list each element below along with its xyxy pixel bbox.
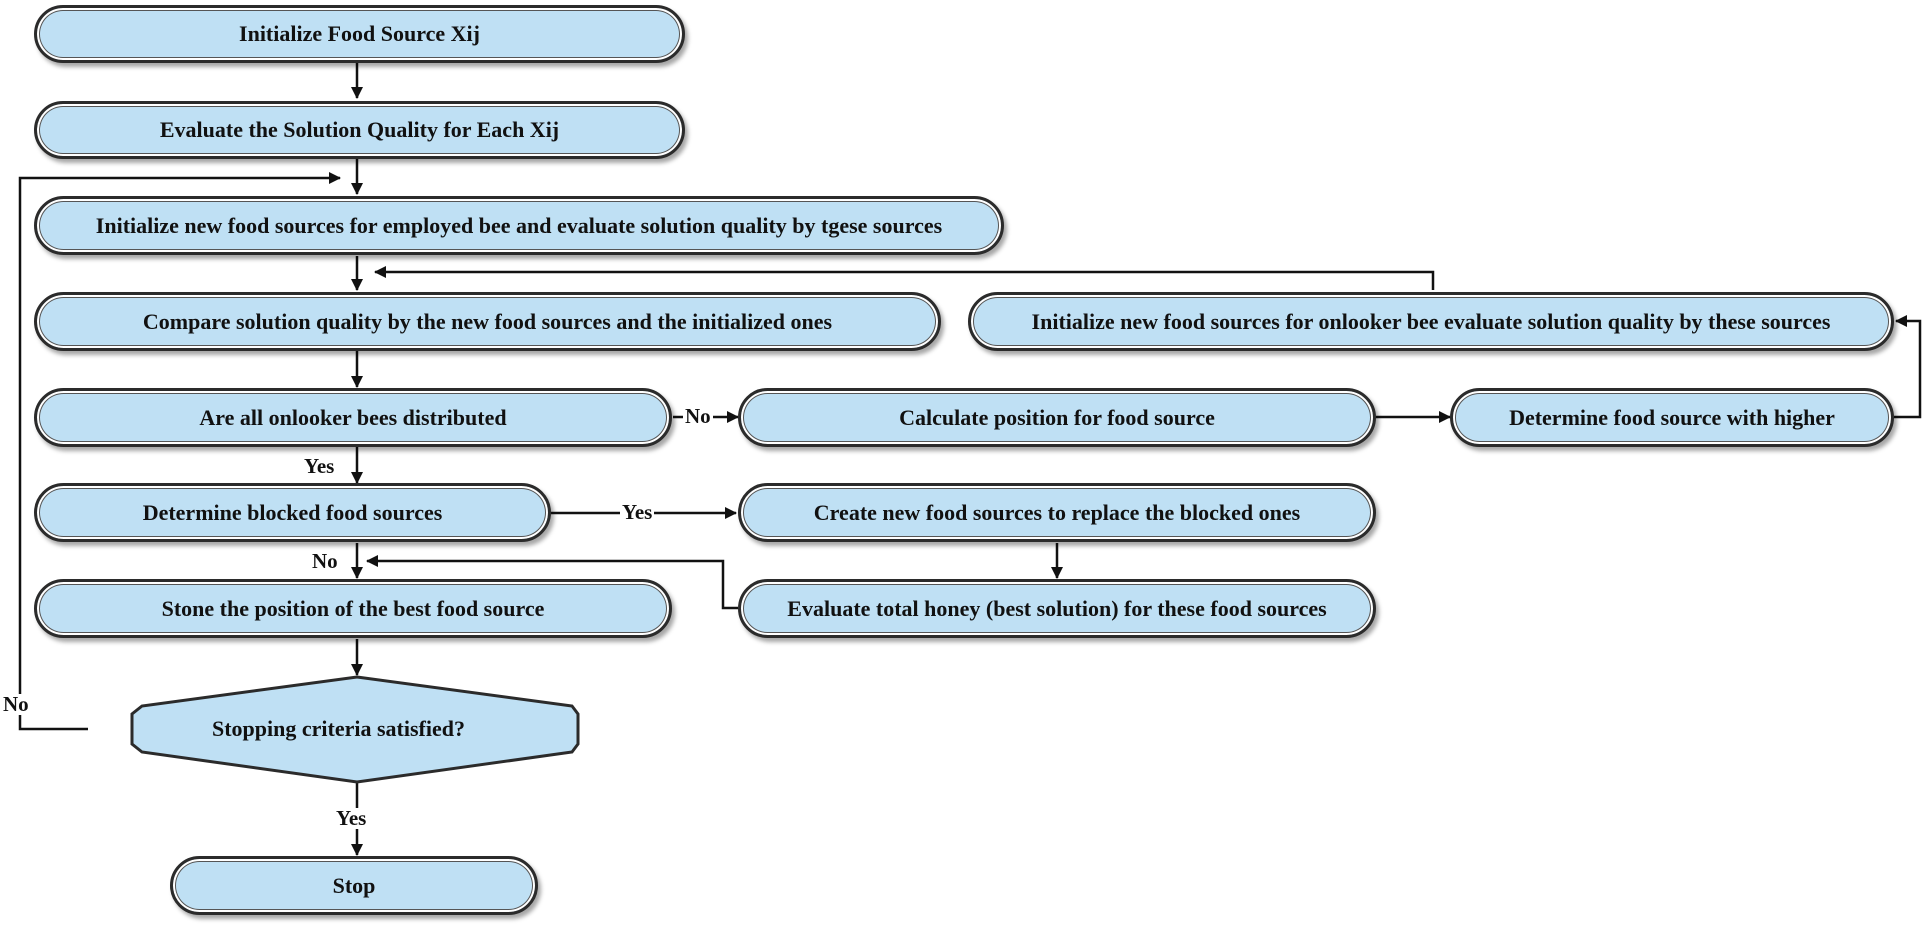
- edge-higher-to-init-onlooker: [1894, 315, 1922, 419]
- stop-node: Stop: [170, 856, 538, 915]
- store-best-node: Stone the position of the best food sour…: [34, 579, 672, 638]
- stopping-criteria-diamond: [130, 675, 580, 784]
- init-food-source-node: Initialize Food Source Xij: [34, 5, 685, 63]
- onlookers-yes-label: Yes: [302, 454, 337, 478]
- stopping-no-label: No: [1, 692, 31, 716]
- init-onlooker-node: Initialize new food sources for onlooker…: [968, 292, 1894, 351]
- determine-blocked-node: Determine blocked food sources: [34, 483, 551, 542]
- evaluate-quality-node: Evaluate the Solution Quality for Each X…: [34, 101, 685, 159]
- onlookers-no-label: No: [683, 404, 713, 428]
- determine-higher-node: Determine food source with higher: [1450, 388, 1894, 447]
- edge-stopping-no-loop: [18, 172, 341, 731]
- stopping-yes-label: Yes: [334, 806, 369, 830]
- blocked-no-label: No: [310, 549, 340, 573]
- blocked-yes-label: Yes: [620, 500, 655, 524]
- calculate-position-node: Calculate position for food source: [738, 388, 1376, 447]
- compare-quality-node: Compare solution quality by the new food…: [34, 292, 941, 351]
- edge-honey-to-main: [366, 555, 738, 610]
- evaluate-honey-node: Evaluate total honey (best solution) for…: [738, 579, 1376, 638]
- onlookers-distributed-node: Are all onlooker bees distributed: [34, 388, 672, 447]
- create-new-sources-node: Create new food sources to replace the b…: [738, 483, 1376, 542]
- edge-init-onlooker-to-compare: [374, 266, 1435, 290]
- stopping-criteria-label: Stopping criteria satisfied?: [212, 716, 465, 741]
- init-employed-node: Initialize new food sources for employed…: [34, 196, 1004, 255]
